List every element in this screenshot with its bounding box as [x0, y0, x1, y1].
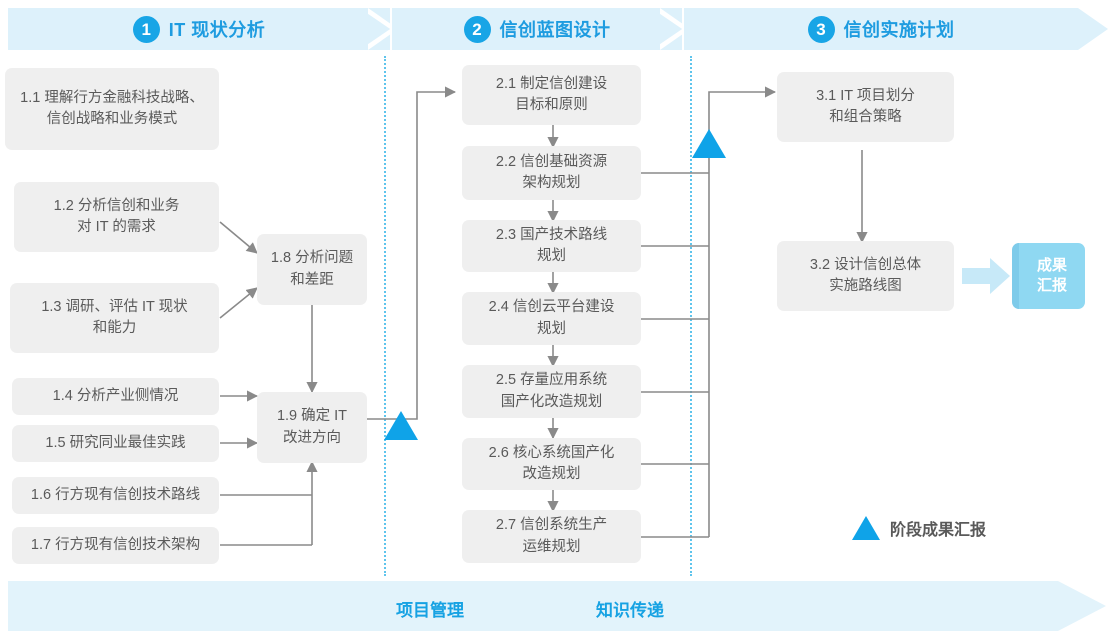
process-box-1-9[interactable]: 1.9 确定 IT 改进方向	[257, 392, 367, 463]
phase-title-1: IT 现状分析	[168, 20, 266, 40]
phase-band-2: 2 信创蓝图设计	[392, 8, 682, 50]
milestone-triangle-phase1	[384, 411, 418, 440]
phase-number-2: 2	[463, 15, 491, 43]
result-arrow-icon	[962, 258, 1010, 294]
phase-band-3: 3 信创实施计划	[684, 8, 1078, 50]
result-badge[interactable]: 成果 汇报	[1012, 243, 1085, 309]
process-box-1-1[interactable]: 1.1 理解行方金融科技战略、 信创战略和业务模式	[5, 68, 219, 150]
process-box-2-2[interactable]: 2.2 信创基础资源 架构规划	[462, 146, 641, 200]
bottom-label-knowledge-transfer: 知识传递	[596, 601, 664, 620]
process-box-2-6[interactable]: 2.6 核心系统国产化 改造规划	[462, 438, 641, 490]
phase-number-1: 1	[132, 15, 160, 43]
bottom-label-project-management: 项目管理	[396, 601, 464, 620]
phase-number-3: 3	[807, 15, 835, 43]
process-box-1-5[interactable]: 1.5 研究同业最佳实践	[12, 425, 219, 462]
process-box-1-3[interactable]: 1.3 调研、评估 IT 现状 和能力	[10, 283, 219, 353]
phase-band-1: 1 IT 现状分析	[8, 8, 390, 50]
process-box-1-2[interactable]: 1.2 分析信创和业务 对 IT 的需求	[14, 182, 219, 252]
process-box-1-8[interactable]: 1.8 分析问题 和差距	[257, 234, 367, 305]
process-box-1-6[interactable]: 1.6 行方现有信创技术路线	[12, 477, 219, 514]
process-box-3-1[interactable]: 3.1 IT 项目划分 和组合策略	[777, 72, 954, 142]
phase-title-3: 信创实施计划	[843, 20, 955, 40]
bottom-band-arrow-tip	[1058, 581, 1106, 631]
phase-divider-1	[384, 56, 386, 576]
process-box-1-7[interactable]: 1.7 行方现有信创技术架构	[12, 527, 219, 564]
process-box-2-7[interactable]: 2.7 信创系统生产 运维规划	[462, 510, 641, 563]
triangle-milestone-icon	[852, 516, 880, 540]
bottom-band	[8, 581, 1058, 631]
milestone-triangle-phase2	[692, 129, 726, 158]
phase-title-2: 信创蓝图设计	[499, 20, 611, 40]
process-box-2-1[interactable]: 2.1 制定信创建设 目标和原则	[462, 65, 641, 125]
process-box-2-3[interactable]: 2.3 国产技术路线 规划	[462, 220, 641, 272]
process-box-1-4[interactable]: 1.4 分析产业侧情况	[12, 378, 219, 415]
process-box-2-5[interactable]: 2.5 存量应用系统 国产化改造规划	[462, 365, 641, 418]
legend: 阶段成果汇报	[852, 516, 986, 540]
legend-label: 阶段成果汇报	[890, 522, 987, 539]
process-box-2-4[interactable]: 2.4 信创云平台建设 规划	[462, 292, 641, 345]
phase-band-arrow-tip	[1078, 8, 1108, 50]
process-box-3-2[interactable]: 3.2 设计信创总体 实施路线图	[777, 241, 954, 311]
phase-divider-2	[690, 56, 692, 576]
